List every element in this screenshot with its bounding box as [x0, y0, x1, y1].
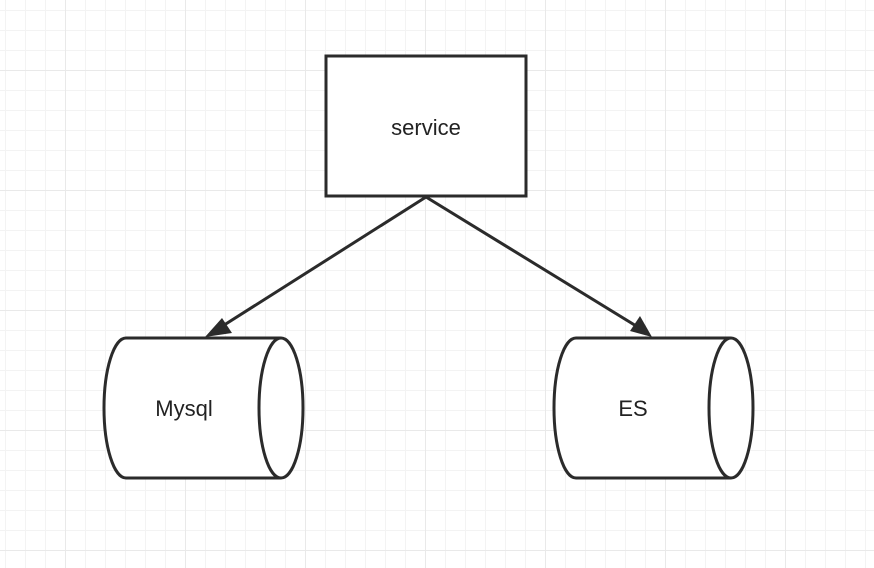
mysql-cylinder-end: [257, 336, 282, 480]
edge-service-to-mysql[interactable]: [209, 195, 427, 336]
node-mysql[interactable]: Mysql: [102, 336, 305, 480]
node-service[interactable]: service: [324, 54, 528, 198]
es-cylinder-end: [707, 336, 732, 480]
service-label: service: [391, 115, 461, 140]
edge-service-to-es[interactable]: [425, 195, 647, 334]
node-es[interactable]: ES: [552, 336, 755, 480]
mysql-label: Mysql: [155, 396, 212, 421]
arrowhead-mysql: [205, 318, 232, 337]
service-box: [324, 54, 528, 198]
arrowhead-es: [630, 316, 652, 337]
es-label: ES: [618, 396, 647, 421]
es-cylinder-body: [552, 336, 755, 480]
